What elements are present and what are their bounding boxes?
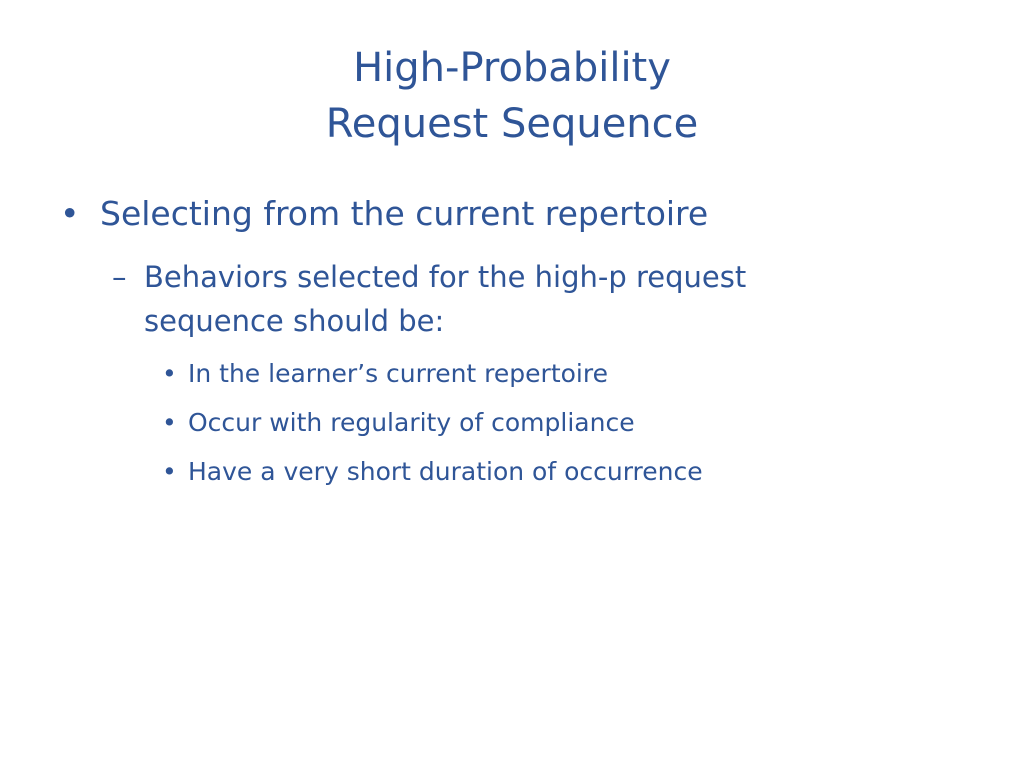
slide-title: High-Probability Request Sequence <box>0 40 1024 152</box>
bullet-level-3-text: Have a very short duration of occurrence <box>188 457 703 486</box>
bullet-level-1-text: Selecting from the current repertoire <box>100 194 709 233</box>
title-line-1: High-Probability <box>353 45 671 91</box>
dash-bullet-icon: – <box>112 260 127 294</box>
bullet-level-3-item: • In the learner’s current repertoire <box>162 357 922 391</box>
bullet-dot-icon: • <box>162 457 177 486</box>
bullet-level-1: • Selecting from the current repertoire <box>60 192 960 236</box>
bullet-level-2-text: Behaviors selected for the high-p reques… <box>144 260 747 338</box>
bullet-level-3-text: In the learner’s current repertoire <box>188 359 608 388</box>
bullet-level-3-item: • Have a very short duration of occurrenc… <box>162 455 922 489</box>
bullet-dot-icon: • <box>60 194 80 233</box>
bullet-dot-icon: • <box>162 408 177 437</box>
bullet-dot-icon: • <box>162 359 177 388</box>
title-line-2: Request Sequence <box>325 101 699 147</box>
bullet-level-3-text: Occur with regularity of compliance <box>188 408 635 437</box>
bullet-level-2: – Behaviors selected for the high-p requ… <box>112 255 872 343</box>
bullet-level-3-item: • Occur with regularity of compliance <box>162 406 922 440</box>
